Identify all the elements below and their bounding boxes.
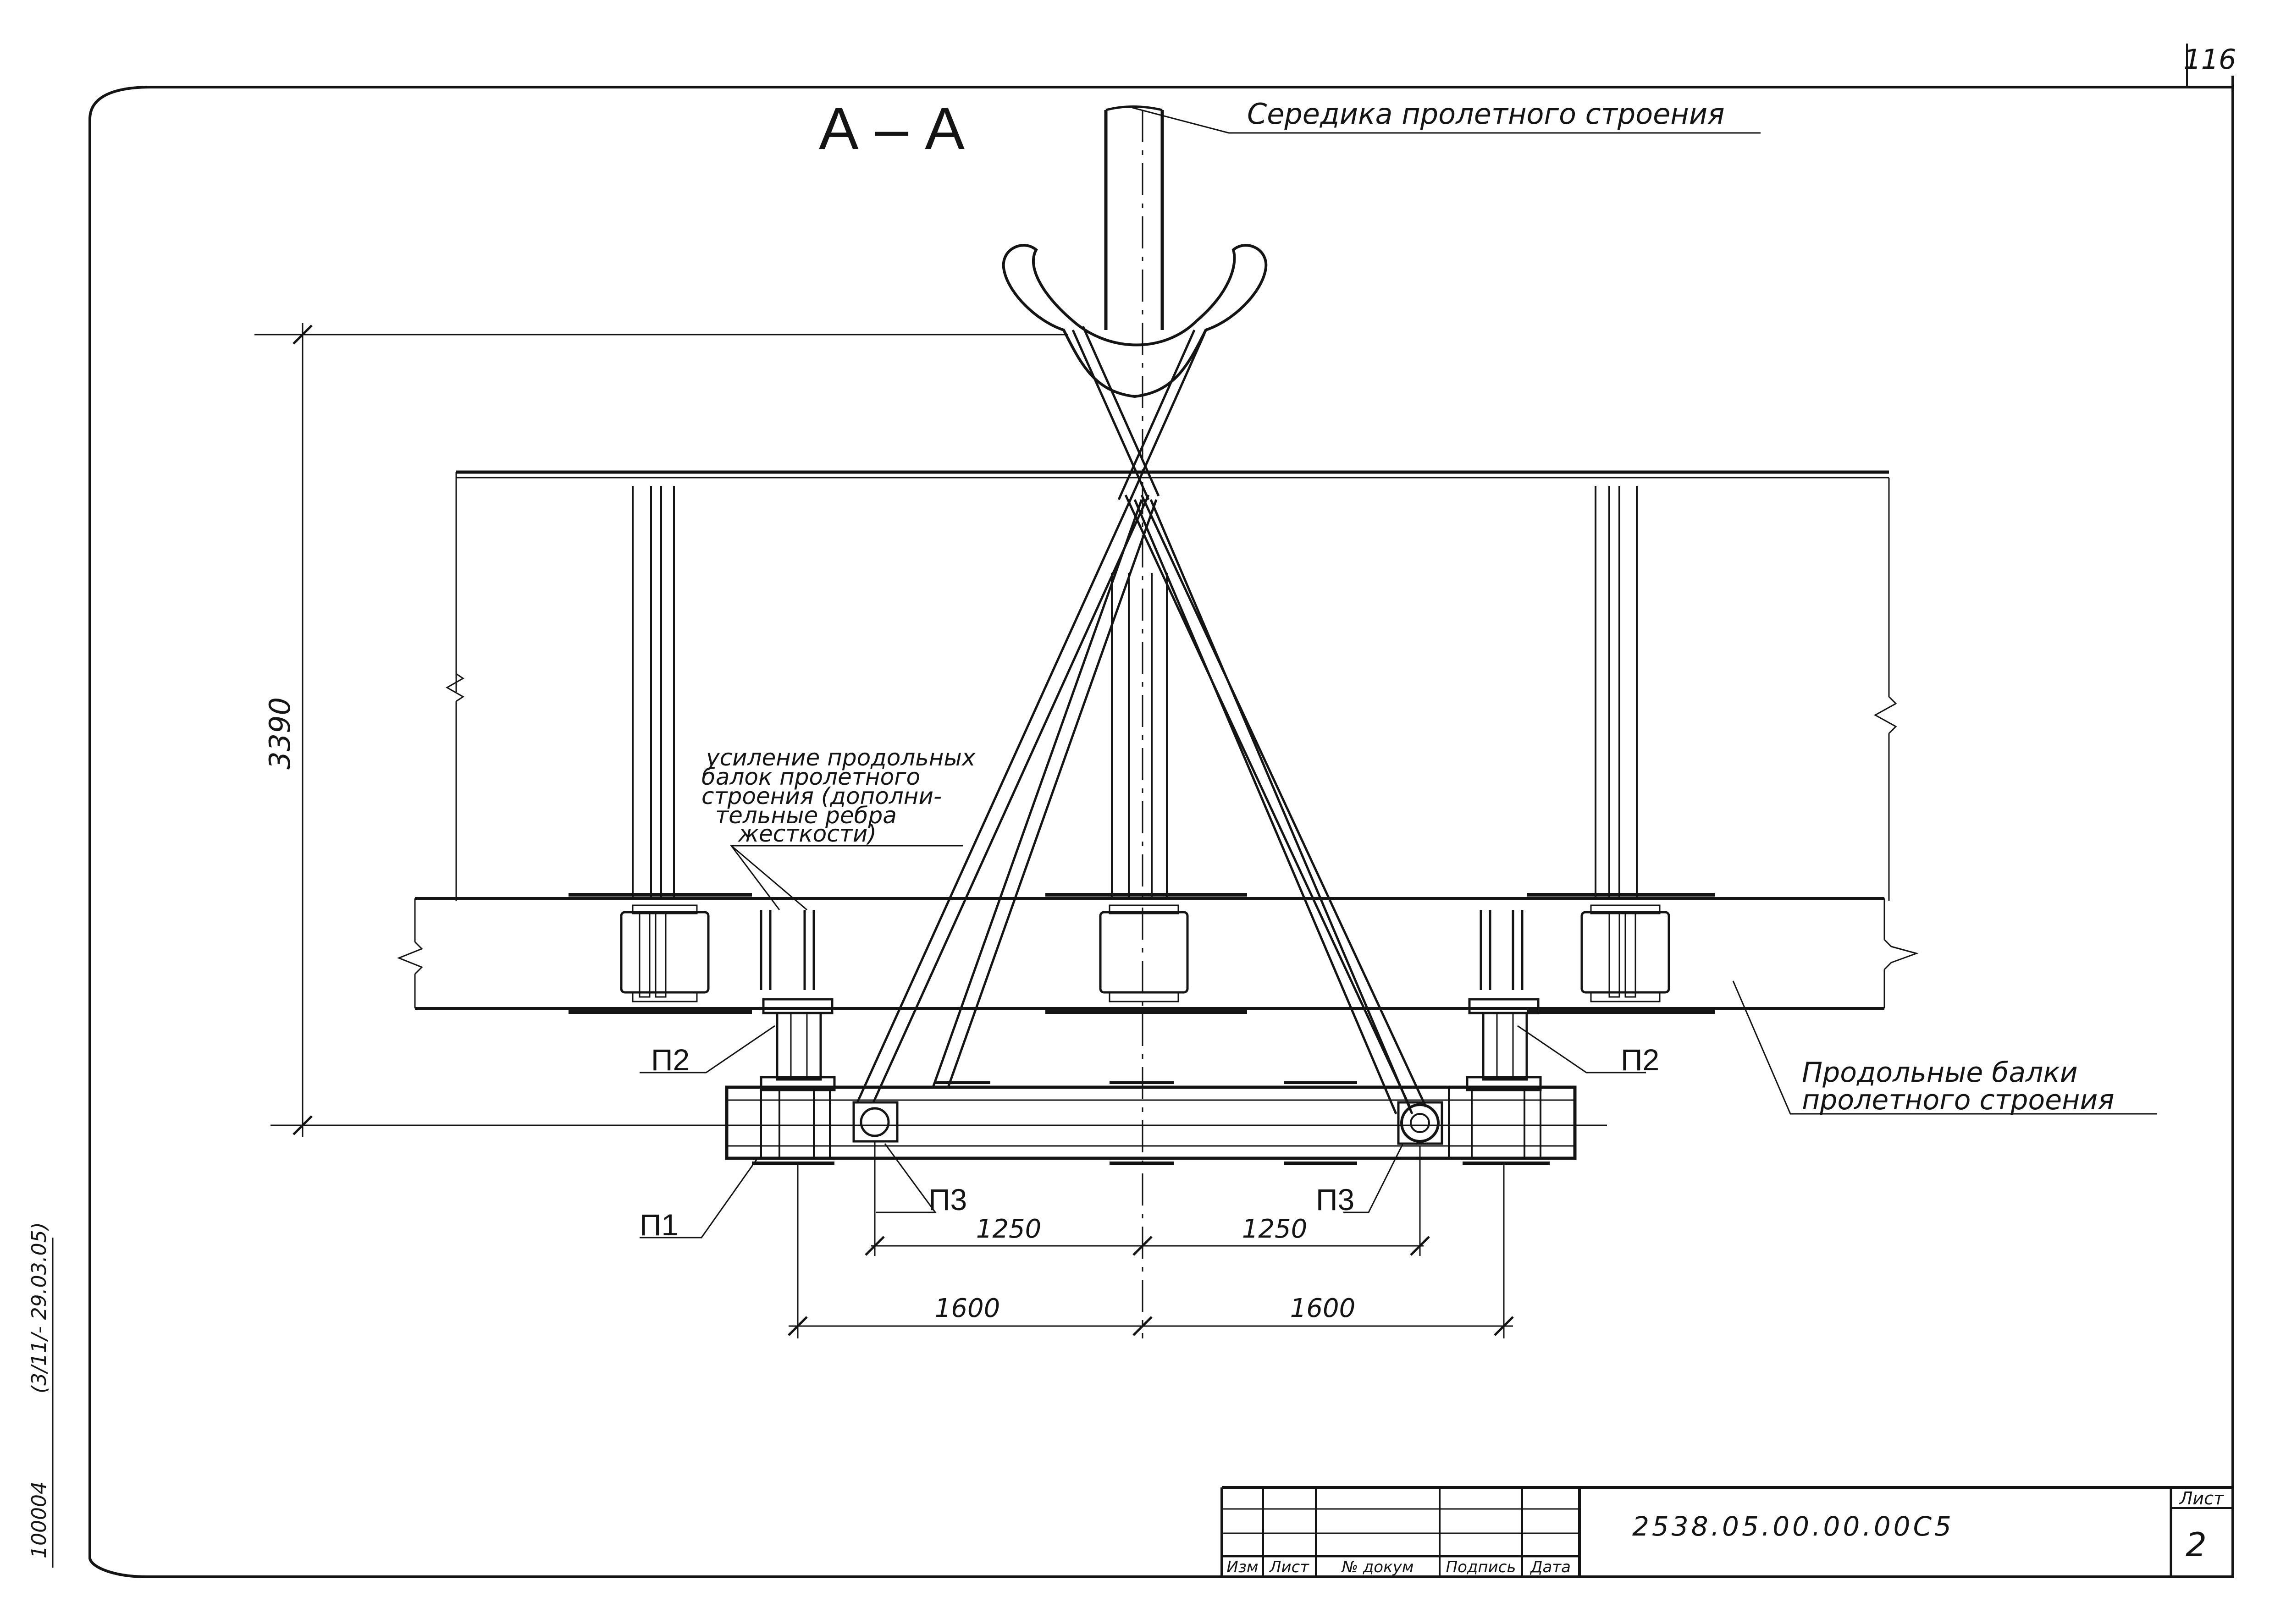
lifting-traverse: [725, 1081, 1577, 1165]
reinforcement-line-4: тельные ребра: [715, 802, 897, 829]
dimension-height-label: 3390: [263, 697, 297, 770]
leader-lines: [640, 107, 2157, 1239]
dimension-inner-right: 1250: [1242, 1214, 1308, 1244]
dimension-outer-left: 1600: [935, 1294, 1000, 1323]
reinforcement-line-1: усиление продольных: [705, 744, 976, 771]
section-title: А – А: [819, 95, 965, 162]
span-center-label: Середика пролетного строения: [1247, 97, 1724, 131]
dimension-height: [254, 323, 1607, 1137]
reinforcement-line-2: балок пролетного: [701, 764, 920, 790]
label-p3-right: П3: [1316, 1183, 1354, 1217]
title-header-doc: № докум: [1341, 1558, 1414, 1576]
support-post-p2-right: [1466, 998, 1542, 1091]
upper-girder: [445, 470, 1897, 901]
vertical-stiffeners: [632, 486, 1638, 898]
longitudinal-beams-note: Продольные балки пролетного строения: [1802, 1057, 2114, 1116]
dimension-lines-bottom: [788, 1141, 1514, 1338]
title-header-izm: Изм: [1226, 1558, 1258, 1576]
side-stamp: 100004 (3/11/- 29.03.05): [28, 1222, 54, 1568]
label-p2-right: П2: [1621, 1043, 1659, 1077]
dimension-outer-right: 1600: [1290, 1294, 1356, 1323]
title-header-signature: Подпись: [1446, 1558, 1516, 1576]
bearing-blocks: [620, 904, 1670, 1002]
reinforcement-line-3: строения (дополни-: [701, 783, 942, 809]
title-header-list: Лист: [1269, 1558, 1309, 1576]
reinforcement-note: усиление продольных балок пролетного стр…: [701, 744, 976, 847]
label-p3-left: П3: [928, 1183, 967, 1217]
sheet-label: Лист: [2179, 1488, 2225, 1508]
document-code: 2538.05.00.00.00С5: [1632, 1511, 1954, 1542]
side-stamp-number: 100004: [28, 1481, 51, 1558]
sheet-number: 2: [2186, 1525, 2207, 1564]
support-post-p2-left: [760, 998, 836, 1091]
dimension-inner-left: 1250: [976, 1214, 1042, 1244]
title-header-date: Дата: [1530, 1558, 1571, 1576]
sheet-border: [88, 44, 2234, 1578]
page-number: 116: [2184, 44, 2236, 76]
longitudinal-beams-line-2: пролетного строения: [1802, 1084, 2114, 1116]
reinforcement-line-5: жесткости): [738, 820, 877, 847]
sling-cables: [856, 325, 1427, 1114]
side-stamp-note: (3/11/- 29.03.05): [28, 1222, 51, 1393]
crane-hook: [1002, 105, 1268, 398]
label-p2-left: П2: [651, 1043, 690, 1077]
label-p1: П1: [640, 1208, 678, 1242]
reinforcement-ribs: [760, 910, 1524, 990]
longitudinal-beams-line-1: Продольные балки: [1802, 1057, 2078, 1089]
cross-beam: [397, 893, 1919, 1014]
title-block: [1220, 1486, 2233, 1577]
